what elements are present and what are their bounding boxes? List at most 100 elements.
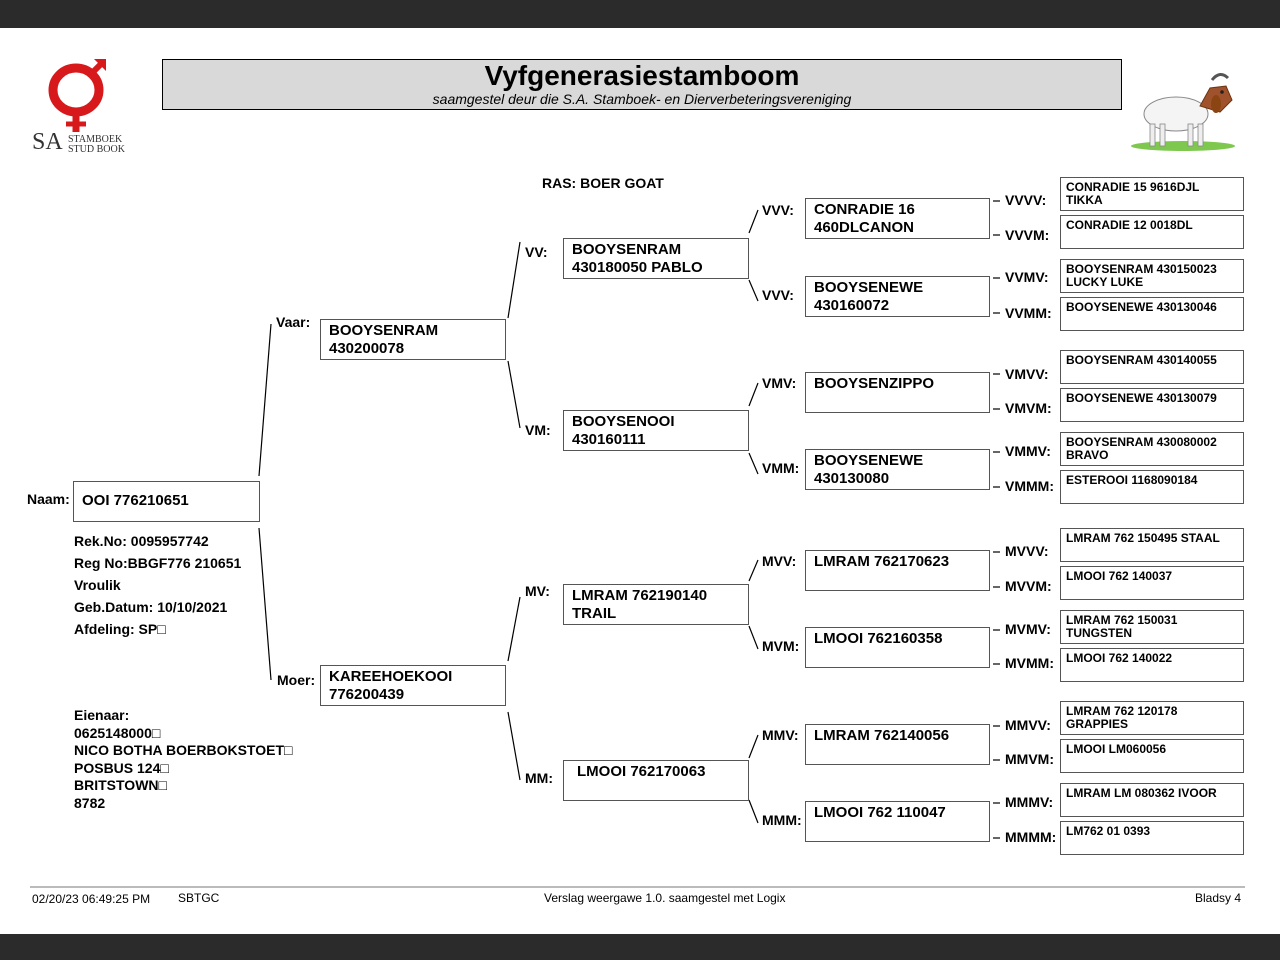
- rek-no: Rek.No: 0095957742: [74, 533, 209, 549]
- logo-sa-text: SA: [32, 129, 63, 155]
- vvmm-line1: BOOYSENEWE 430130046: [1066, 300, 1217, 314]
- reg-no: Reg No:BBGF776 210651: [74, 555, 242, 571]
- vm-line2: 430160111: [572, 431, 646, 448]
- logo-studbook-text: STUD BOOK: [68, 144, 125, 155]
- footer-report-version: Verslag weergawe 1.0. saamgestel met Log…: [544, 891, 786, 905]
- mmm-line1: LMOOI 762 110047: [814, 804, 946, 821]
- vvm-label: VVV:: [762, 287, 794, 303]
- vmvv-label: VMVV:: [1005, 366, 1049, 382]
- mv-label: MV:: [525, 583, 550, 599]
- vvmv-line1: BOOYSENRAM 430150023: [1066, 262, 1217, 276]
- owner-postal-code: 8782: [74, 794, 106, 811]
- vm-line1: BOOYSENOOI: [572, 413, 675, 430]
- vv-label: VV:: [525, 244, 548, 260]
- mv-line1: LMRAM 762190140: [572, 587, 708, 604]
- sex: Vroulik: [74, 577, 121, 593]
- mv-line2: TRAIL: [572, 605, 617, 622]
- logo-symbol-icon: [48, 59, 106, 132]
- mvm-label: MVM:: [762, 638, 800, 654]
- mmv-label: MMV:: [762, 727, 799, 743]
- mmv-line1: LMRAM 762140056: [814, 727, 950, 744]
- vvv-line2: 460DLCANON: [814, 219, 915, 236]
- mmmm-line1: LM762 01 0393: [1066, 824, 1151, 838]
- mmmm-box: LM762 01 0393: [1060, 821, 1244, 855]
- mvvv-label: MVVV:: [1005, 543, 1049, 559]
- footer-datetime: 02/20/23 06:49:25 PM: [32, 892, 151, 906]
- vmvm-label: VMVM:: [1005, 400, 1052, 416]
- dam-line1: KAREEHOEKOOI: [329, 668, 453, 685]
- mvm-box: LMOOI 762160358: [805, 627, 990, 668]
- vmm-line1: BOOYSENEWE: [814, 452, 924, 469]
- mvv-box: LMRAM 762170623: [805, 550, 990, 591]
- vmm-box: BOOYSENEWE 430130080: [805, 449, 990, 490]
- mvv-line1: LMRAM 762170623: [814, 553, 950, 570]
- vmmm-box: ESTEROOI 1168090184: [1060, 470, 1244, 504]
- mmmv-box: LMRAM LM 080362 IVOOR: [1060, 783, 1244, 817]
- owner-address: POSBUS 124□: [74, 759, 169, 776]
- pedigree-page: SA STAMBOEK STUD BOOK Vyfgenerasiestambo…: [0, 28, 1280, 934]
- mmvv-line2: GRAPPIES: [1066, 717, 1129, 731]
- mmvm-line1: LMOOI LM060056: [1066, 742, 1167, 756]
- mmmv-line1: LMRAM LM 080362 IVOOR: [1066, 786, 1217, 800]
- vvmv-line2: LUCKY LUKE: [1066, 275, 1144, 289]
- breed-label: RAS: BOER GOAT: [542, 175, 664, 191]
- vvvm-label: VVVM:: [1005, 227, 1050, 243]
- name-label: Naam:: [27, 491, 70, 507]
- vmmm-line1: ESTEROOI 1168090184: [1066, 473, 1198, 487]
- animal-details: Rek.No: 0095957742 Reg No:BBGF776 210651…: [74, 530, 241, 640]
- vvvm-line1: CONRADIE 12 0018DL: [1066, 218, 1193, 232]
- vvvv-line1: CONRADIE 15 9616DJL TIKKA: [1066, 180, 1200, 207]
- vvmm-label: VVMM:: [1005, 305, 1052, 321]
- subject-animal-box: OOI 776210651: [73, 481, 260, 522]
- birth-date: Geb.Datum: 10/10/2021: [74, 599, 228, 615]
- mm-box: LMOOI 762170063: [563, 760, 749, 801]
- page-title: Vyfgenerasiestamboom: [484, 60, 800, 91]
- mvvv-box: LMRAM 762 150495 STAAL: [1060, 528, 1244, 562]
- mmvm-box: LMOOI LM060056: [1060, 739, 1244, 773]
- vmvm-box: BOOYSENEWE 430130079: [1060, 388, 1244, 422]
- mmmv-label: MMMV:: [1005, 794, 1054, 810]
- vvm-box: BOOYSENEWE 430160072: [805, 276, 990, 317]
- owner-name: NICO BOTHA BOERBOKSTOET□: [74, 742, 293, 758]
- vmmv-line2: BRAVO: [1066, 448, 1109, 462]
- title-banner: Vyfgenerasiestamboom saamgestel deur die…: [162, 59, 1122, 110]
- dam-line2: 776200439: [329, 686, 405, 703]
- vmmm-label: VMMM:: [1005, 478, 1054, 494]
- vvvm-box: CONRADIE 12 0018DL: [1060, 215, 1244, 249]
- boer-goat-illustration: [1128, 66, 1243, 151]
- mmv-box: LMRAM 762140056: [805, 724, 990, 765]
- vv-box: BOOYSENRAM 430180050 PABLO: [563, 238, 749, 279]
- footer-page-number: Bladsy 4: [1195, 891, 1242, 905]
- vmv-line1: BOOYSENZIPPO: [814, 375, 935, 392]
- mmmm-label: MMMM:: [1005, 829, 1057, 845]
- mvmv-line1: LMRAM 762 150031: [1066, 613, 1178, 627]
- vvv-box: CONRADIE 16 460DLCANON: [805, 198, 990, 239]
- vmv-box: BOOYSENZIPPO: [805, 372, 990, 413]
- sire-line1: BOOYSENRAM: [329, 322, 439, 339]
- owner-phone: 0625148000□: [74, 724, 161, 741]
- vmm-label: VMM:: [762, 460, 800, 476]
- mvmm-label: MVMM:: [1005, 655, 1054, 671]
- vvmv-box: BOOYSENRAM 430150023 LUCKY LUKE: [1060, 259, 1244, 293]
- vmmv-label: VMMV:: [1005, 443, 1051, 459]
- mmm-box: LMOOI 762 110047: [805, 801, 990, 842]
- mmvv-label: MMVV:: [1005, 717, 1051, 733]
- subject-animal-name: OOI 776210651: [82, 492, 189, 509]
- vm-label: VM:: [525, 422, 551, 438]
- mm-label: MM:: [525, 770, 553, 786]
- page-subtitle: saamgestel deur die S.A. Stamboek- en Di…: [432, 91, 852, 107]
- mvvm-label: MVVM:: [1005, 578, 1052, 594]
- vvvv-box: CONRADIE 15 9616DJL TIKKA: [1060, 177, 1244, 211]
- dam-box: KAREEHOEKOOI 776200439: [320, 665, 506, 706]
- mv-box: LMRAM 762190140 TRAIL: [563, 584, 749, 625]
- mmvv-line1: LMRAM 762 120178: [1066, 704, 1178, 718]
- sire-label: Vaar:: [276, 314, 311, 330]
- mvmv-label: MVMV:: [1005, 621, 1051, 637]
- footer-code: SBTGC: [178, 891, 220, 905]
- mvvm-box: LMOOI 762 140037: [1060, 566, 1244, 600]
- viewer-top-bar: [0, 0, 1280, 28]
- sa-studbook-logo: SA STAMBOEK STUD BOOK: [30, 56, 135, 156]
- vmmv-box: BOOYSENRAM 430080002 BRAVO: [1060, 432, 1244, 466]
- vmvm-line1: BOOYSENEWE 430130079: [1066, 391, 1217, 405]
- mmvm-label: MMVM:: [1005, 751, 1054, 767]
